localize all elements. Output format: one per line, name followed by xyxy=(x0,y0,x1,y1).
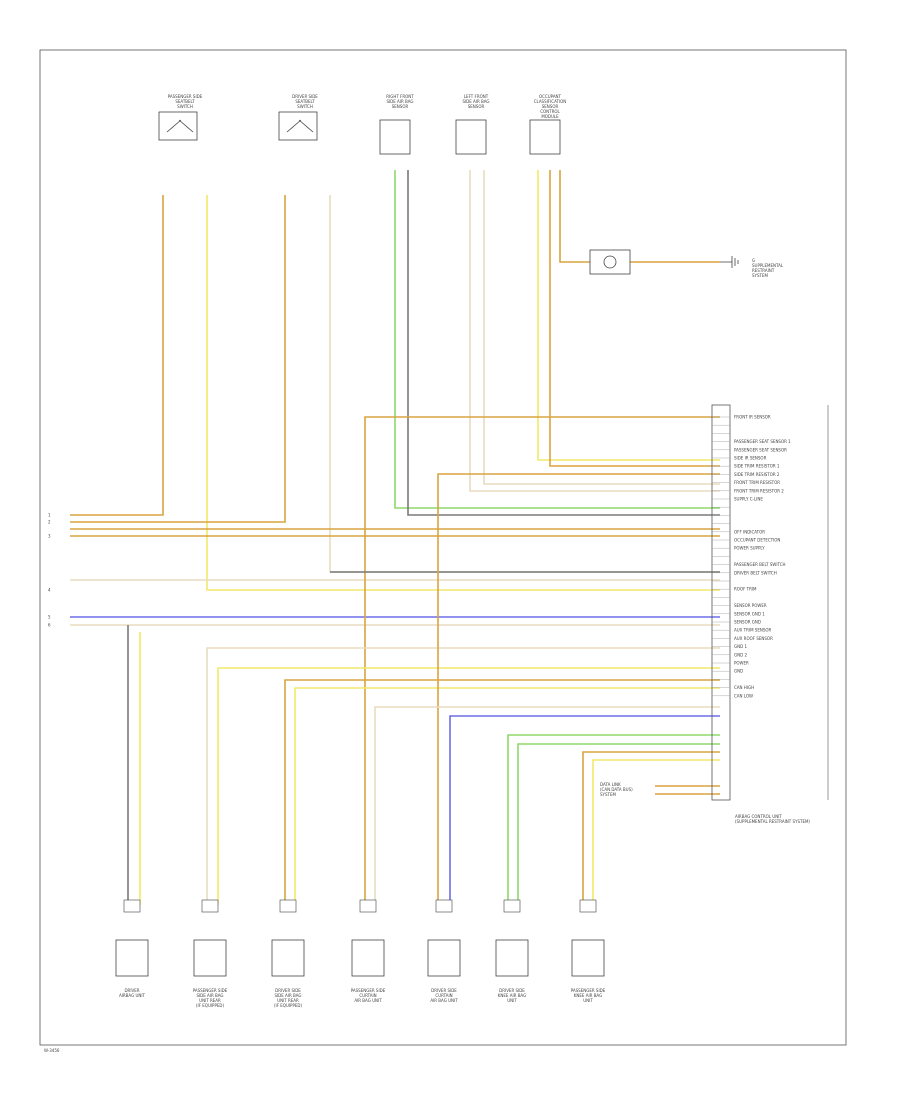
wire-yellow xyxy=(592,759,720,905)
module-pin-label: SUPPLY C-LINE xyxy=(734,497,763,502)
wire-yellow xyxy=(294,687,720,905)
wire-beige xyxy=(483,170,720,485)
wire-orange xyxy=(437,473,720,905)
wire-blue xyxy=(449,715,720,905)
wire-orange xyxy=(549,170,720,467)
diagram-frame xyxy=(39,49,847,1046)
module-pin-label: POWER xyxy=(734,661,749,666)
module-pin-label: SIDE IR SENSOR xyxy=(734,456,767,461)
module-label: AIRBAG CONTROL UNIT(SUPPLEMENTAL RESTRAI… xyxy=(735,814,810,824)
module-pin-label: FRONT TRIM RESISTOR xyxy=(734,480,780,485)
wire-beige xyxy=(206,647,720,905)
left-ref-label: 5 xyxy=(48,615,51,620)
module-pin-label: GND 2 xyxy=(734,652,747,657)
wire-group xyxy=(70,170,720,905)
module-pin-label: SENSOR GND 1 xyxy=(734,611,765,616)
module-pin-label: PASSENGER SEAT SENSOR 1 xyxy=(734,439,791,444)
wire-green xyxy=(394,170,720,509)
module-pin-label: SIDE TRIM RESISTOR 1 xyxy=(734,464,780,469)
footer-id: W-3456 xyxy=(44,1048,60,1053)
module-pin-label: SIDE TRIM RESISTOR 2 xyxy=(734,472,780,477)
module-pin-label: PASSENGER SEAT SENSOR xyxy=(734,447,787,452)
wire-grey xyxy=(407,170,720,516)
wire-yellow xyxy=(537,170,720,461)
wire-orange xyxy=(559,170,590,263)
ground-resistor xyxy=(589,249,739,275)
wire-orange xyxy=(284,679,720,905)
module-pin-label: DRIVER BELT SWITCH xyxy=(734,570,777,575)
module-pin-label: POWER SUPPLY xyxy=(734,546,765,551)
module-pin-label: ROOF TRIM xyxy=(734,587,757,592)
wire-orange xyxy=(364,416,720,905)
left-ref-label: 1 xyxy=(48,513,51,518)
wire-orange xyxy=(70,195,286,523)
wire-green xyxy=(507,734,720,905)
wire-beige xyxy=(469,170,720,492)
wire-orange xyxy=(70,195,164,516)
module-pin-label: FRONT TRIM RESISTOR 2 xyxy=(734,488,784,493)
left-ref-label: 4 xyxy=(48,588,51,593)
wire-beige xyxy=(374,706,720,905)
module-pin-label: AUX ROOF SENSOR xyxy=(734,636,773,641)
module-pin-label: FRONT IR SENSOR xyxy=(734,415,771,420)
can-label: DATA LINK(CAN DATA BUS)SYSTEM xyxy=(600,782,633,797)
module-pin-label: OFF INDICATOR xyxy=(734,529,765,534)
left-ref-label: 6 xyxy=(48,623,51,628)
module-pin-label: AUX TRIM SENSOR xyxy=(734,628,772,633)
wire-yellow xyxy=(217,667,720,905)
module-pin-label: CAN HIGH xyxy=(734,685,754,690)
module-pin-label: OCCUPANT DETECTION xyxy=(734,538,780,543)
module-pin-label: PASSENGER BELT SWITCH xyxy=(734,562,786,567)
wire-orange xyxy=(582,751,720,905)
module-pin-label: CAN LOW xyxy=(734,693,753,698)
module-pin-label: SENSOR POWER xyxy=(734,603,767,608)
module-pin-label: SENSOR GND xyxy=(734,620,761,625)
left-ref-label: 2 xyxy=(48,520,51,525)
wire-yellow xyxy=(206,195,720,591)
left-ref-label: 3 xyxy=(48,534,51,539)
wire-green xyxy=(517,743,720,905)
module-pin-label: GND 1 xyxy=(734,644,747,649)
airbag-control-module xyxy=(711,404,731,801)
module-pin-label: GND xyxy=(734,669,743,674)
